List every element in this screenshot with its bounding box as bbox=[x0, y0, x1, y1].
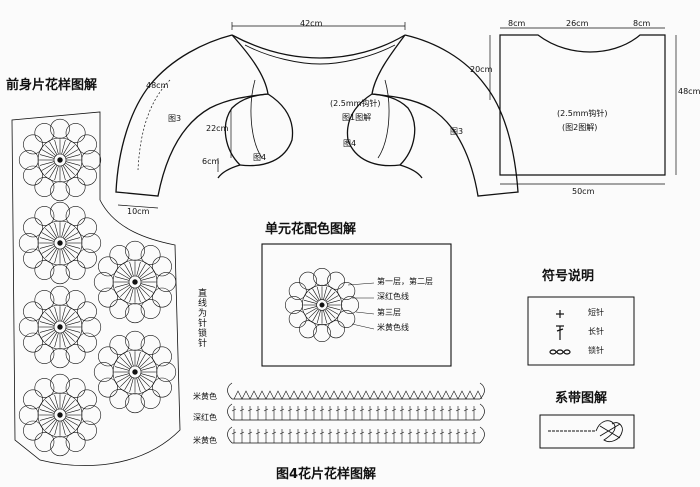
back-neck-label: 26cm bbox=[566, 19, 589, 28]
hem-label: 6cm bbox=[202, 157, 220, 166]
front-length-label: 22cm bbox=[206, 124, 229, 133]
crochet-motif bbox=[284, 267, 360, 343]
border-row-2-label: 深红色 bbox=[193, 413, 217, 422]
sleeve-length-label: 48cm bbox=[146, 81, 169, 90]
fig3-right-label: 图3 bbox=[450, 127, 464, 136]
bolero-outline bbox=[115, 34, 519, 197]
motif-color-box bbox=[261, 243, 452, 367]
figure4-title: 图4花片花样图解 bbox=[276, 467, 377, 482]
tie-title: 系带图解 bbox=[555, 391, 608, 406]
motif-note-4: 米黄色线 bbox=[377, 323, 409, 332]
chain-icon bbox=[549, 349, 571, 355]
back-hook-note: (2.5mm钩针) bbox=[557, 109, 608, 118]
fig1-note: 图1图解 bbox=[342, 113, 372, 122]
back-dimension-lines bbox=[489, 27, 677, 185]
front-panel-outline bbox=[11, 111, 181, 466]
front-panel-title: 前身片花样图解 bbox=[6, 78, 98, 93]
bolero-hook-note: (2.5mm钩针) bbox=[330, 99, 381, 108]
border-chart bbox=[227, 382, 485, 444]
border-row-1-label: 米黄色 bbox=[193, 392, 217, 401]
symbol-ch-label: 锁针 bbox=[588, 346, 604, 355]
crochet-motif bbox=[18, 201, 102, 285]
crochet-motif bbox=[18, 285, 102, 369]
motif-color-title: 单元花配色图解 bbox=[265, 222, 357, 237]
motif-sample bbox=[284, 267, 375, 343]
fig4-left-label: 图4 bbox=[253, 153, 267, 162]
back-shoulder-right-label: 8cm bbox=[633, 19, 651, 28]
symbol-icons bbox=[549, 310, 571, 355]
back-bottom-label: 50cm bbox=[572, 187, 595, 196]
tie-box bbox=[539, 414, 635, 449]
symbols-title: 符号说明 bbox=[542, 269, 595, 284]
side-note: 直线为针锁针 bbox=[196, 288, 206, 348]
bolero-dimension-lines bbox=[117, 22, 406, 209]
fig2-note: (图2图解) bbox=[562, 123, 598, 132]
tie-cord bbox=[548, 420, 623, 443]
back-shoulder-left-label: 8cm bbox=[508, 19, 526, 28]
motif-note-3: 第三层 bbox=[377, 308, 401, 317]
crochet-motif bbox=[18, 118, 102, 202]
symbol-dc-label: 长针 bbox=[588, 327, 604, 336]
back-panel-outline bbox=[499, 34, 666, 176]
symbol-box bbox=[527, 296, 635, 366]
back-armhole-label: 20cm bbox=[470, 65, 493, 74]
front-panel-motifs bbox=[18, 118, 177, 457]
fig3-left-label: 图3 bbox=[168, 114, 182, 123]
crochet-motif bbox=[18, 373, 102, 457]
motif-note-1: 第一层，第二层 bbox=[377, 277, 433, 286]
border-row-3-label: 米黄色 bbox=[193, 436, 217, 445]
crochet-motif bbox=[93, 240, 177, 324]
cuff-label: 10cm bbox=[127, 207, 150, 216]
symbol-sc-label: 短针 bbox=[588, 308, 604, 317]
dc-icon bbox=[556, 325, 564, 340]
plus-icon bbox=[556, 310, 564, 318]
crochet-motif bbox=[93, 330, 177, 414]
motif-note-2: 深红色线 bbox=[377, 292, 409, 301]
bolero-width-label: 42cm bbox=[300, 19, 323, 28]
back-height-label: 48cm bbox=[678, 87, 700, 96]
fig4-right-label: 图4 bbox=[343, 139, 357, 148]
